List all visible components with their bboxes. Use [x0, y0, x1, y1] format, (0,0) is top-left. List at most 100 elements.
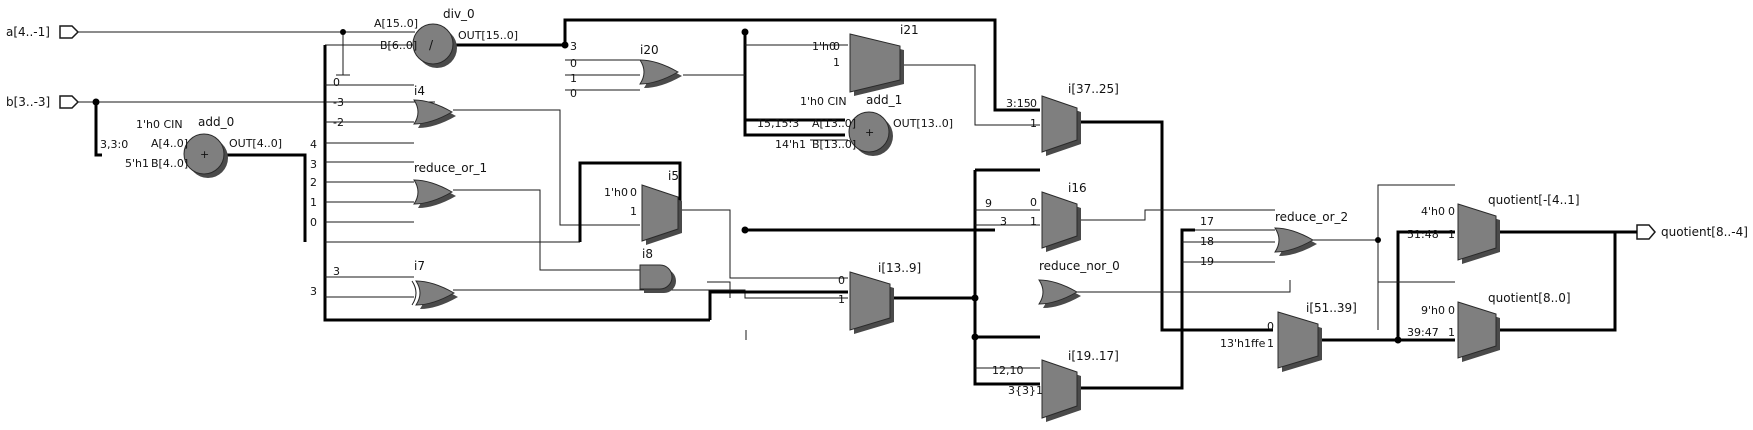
svg-text:19: 19	[1200, 255, 1214, 268]
svg-text:2: 2	[310, 176, 317, 189]
svg-text:1: 1	[1030, 117, 1037, 130]
gate-i4[interactable]: i4	[413, 84, 456, 128]
input-port-icon	[59, 95, 80, 109]
wires	[78, 18, 1637, 390]
mux-i13-9[interactable]: i[13..9]	[849, 261, 921, 334]
cell-label: i21	[900, 23, 919, 37]
output-port-icon	[1636, 224, 1656, 240]
cell-label: i20	[640, 43, 659, 57]
gate-i7[interactable]: i7	[411, 259, 458, 309]
mux-i16[interactable]: i16	[1041, 181, 1087, 252]
port-b[interactable]: b[3..-3]	[6, 95, 80, 109]
svg-text:0: 0	[1267, 320, 1274, 333]
svg-text:1: 1	[310, 196, 317, 209]
svg-text:9: 9	[985, 197, 992, 210]
cell-label: i[37..25]	[1068, 82, 1119, 96]
cin-label: 1'h0 CIN	[136, 118, 183, 131]
svg-text:0: 0	[833, 40, 840, 53]
svg-text:3: 3	[333, 265, 340, 278]
svg-text:1: 1	[630, 205, 637, 218]
svg-text:17: 17	[1200, 215, 1214, 228]
svg-text:-3: -3	[333, 96, 344, 109]
mux-i5[interactable]: i5 1'h0	[604, 169, 682, 245]
cell-label: i[19..17]	[1068, 349, 1119, 363]
range-label-2: 3{3}1	[1008, 384, 1043, 397]
range-label: 39:47	[1407, 326, 1439, 339]
mux-quotient-hi[interactable]: quotient[8..0] 9'h0 39:47	[1407, 291, 1571, 362]
a-pin-label: A[15..0]	[374, 17, 418, 30]
cell-label: add_0	[198, 115, 234, 129]
mux-quotient-lo[interactable]: quotient[-[4..1] 4'h0 51:48	[1407, 193, 1580, 264]
port-b-label: b[3..-3]	[6, 95, 50, 109]
cell-label: i[51..39]	[1306, 301, 1357, 315]
gate-reduce-or-1[interactable]: reduce_or_1	[413, 161, 487, 208]
a-pin-label: A[13..0]	[812, 117, 856, 130]
svg-text:1: 1	[1448, 228, 1455, 241]
gate-reduce-or-2[interactable]: reduce_or_2	[1274, 210, 1348, 256]
gate-reduce-nor-0[interactable]: reduce_nor_0	[1038, 259, 1120, 308]
svg-text:0: 0	[1448, 304, 1455, 317]
svg-text:4: 4	[310, 138, 317, 151]
a-pin-label: A[4..0]	[151, 137, 188, 150]
svg-text:0: 0	[630, 186, 637, 199]
range-label: 3,3:0	[100, 138, 128, 151]
junctions	[92, 28, 1402, 344]
mux-i37-25[interactable]: i[37..25] 3:15	[1006, 82, 1119, 156]
svg-text:1: 1	[838, 293, 845, 306]
cell-label: reduce_or_2	[1275, 210, 1348, 224]
cell-label: i16	[1068, 181, 1087, 195]
cell-label: reduce_nor_0	[1039, 259, 1120, 273]
port-quotient[interactable]: quotient[8..-4]	[1636, 224, 1748, 240]
svg-text:3: 3	[1000, 215, 1007, 228]
out-pin-label: OUT[15..0]	[458, 29, 518, 42]
svg-text:1: 1	[833, 56, 840, 69]
const-label: 4'h0	[1421, 205, 1445, 218]
cell-label: i4	[414, 84, 425, 98]
svg-text:18: 18	[1200, 235, 1214, 248]
svg-text:-2: -2	[333, 116, 344, 129]
b-pin-label: B[4..0]	[151, 157, 188, 170]
b-pin-label: B[6..0]	[380, 39, 417, 52]
b-pin-label: B[13..0]	[812, 138, 856, 151]
mux-i21[interactable]: i21 1'h0	[812, 23, 919, 96]
out-pin-label: OUT[4..0]	[229, 137, 282, 150]
svg-text:0: 0	[838, 274, 845, 287]
div-symbol: /	[429, 38, 434, 52]
range-label: 12,10	[992, 364, 1024, 377]
cell-label: quotient[8..0]	[1488, 291, 1571, 305]
svg-text:0: 0	[570, 87, 577, 100]
port-a[interactable]: a[4..-1]	[6, 25, 80, 39]
range-label: 15,15:3	[757, 117, 799, 130]
port-quotient-label: quotient[8..-4]	[1661, 225, 1748, 239]
out-pin-label: OUT[13..0]	[893, 117, 953, 130]
svg-text:0: 0	[333, 76, 340, 89]
cell-label: i7	[414, 259, 425, 273]
svg-text:3: 3	[310, 158, 317, 171]
cell-label: div_0	[443, 7, 475, 21]
svg-text:1: 1	[570, 72, 577, 85]
svg-text:1: 1	[1030, 215, 1037, 228]
svg-text:0: 0	[1448, 205, 1455, 218]
range-label: 51:48	[1407, 228, 1439, 241]
mux-i19-17[interactable]: i[19..17] 12,10 3{3}1	[992, 349, 1119, 422]
svg-text:1: 1	[1448, 326, 1455, 339]
svg-text:0: 0	[570, 57, 577, 70]
port-a-label: a[4..-1]	[6, 25, 50, 39]
range-label: 3:15	[1006, 97, 1031, 110]
const-label: 1'h0	[604, 186, 628, 199]
input-port-icon	[59, 25, 80, 39]
svg-text:0: 0	[1030, 196, 1037, 209]
const-label: 5'h1	[125, 157, 149, 170]
add-symbol: +	[200, 148, 209, 161]
mux-i51-39[interactable]: i[51..39] 13'h1ffe	[1220, 301, 1357, 372]
cell-div-0[interactable]: / div_0 A[15..0] B[6..0] OUT[15..0]	[374, 7, 518, 68]
svg-text:1: 1	[1267, 337, 1274, 350]
cell-add-0[interactable]: + add_0 1'h0 CIN A[4..0] B[4..0] OUT[4..…	[100, 115, 282, 178]
cell-label: i5	[668, 169, 679, 183]
gate-i20[interactable]: i20	[639, 43, 682, 88]
gate-i8[interactable]: i8	[639, 247, 676, 293]
cell-label: i[13..9]	[878, 261, 921, 275]
pin-labels: 0 -3 -2 4 3 2 1 0 3 3 3 0 1 0 0 1 0 1 0 …	[310, 40, 1455, 350]
cell-add-1[interactable]: + add_1 1'h0 CIN A[13..0] B[13..0] OUT[1…	[757, 93, 953, 156]
